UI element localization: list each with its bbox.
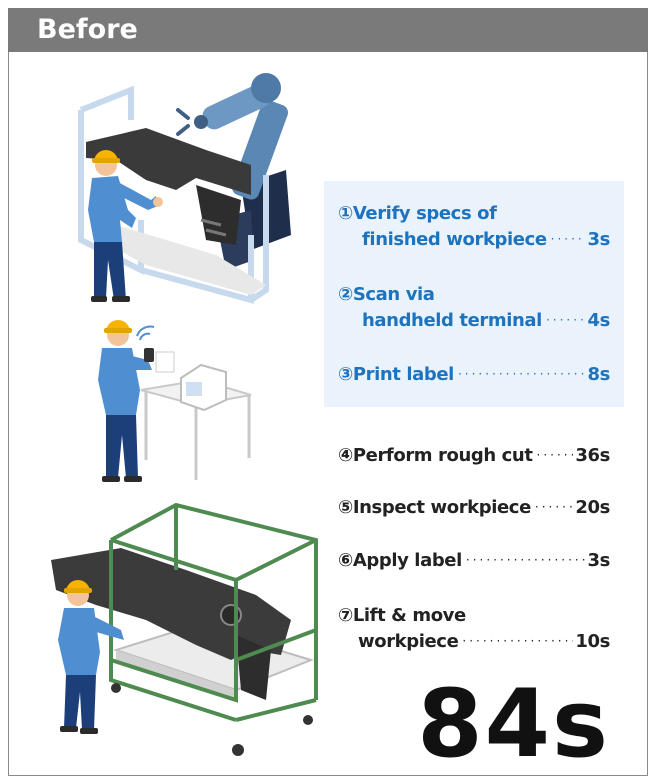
step-2-leader [546, 307, 586, 333]
step-3-time: 8s [587, 364, 611, 385]
step-6: ⑥Apply label 3s [338, 548, 610, 575]
step-4-title: ④Perform rough cut [338, 445, 533, 466]
step-1: ①Verify specs of finished workpiece 3s [338, 201, 610, 254]
step-3-leader [458, 361, 586, 387]
step-5-time: 20s [575, 497, 610, 518]
step-7-title: ⑦Lift & move [338, 605, 466, 626]
step-4-leader [537, 442, 574, 468]
step-6-time: 3s [587, 550, 611, 571]
step-7-leader [462, 628, 573, 654]
process-illustrations [51, 73, 318, 756]
robot-cell-illustration [78, 73, 291, 304]
label-printing-illustration [98, 320, 252, 482]
step-5-leader [535, 494, 574, 520]
step-1-time: 3s [587, 229, 611, 250]
step-3-title: ③Print label [338, 364, 454, 385]
step-1-title: ①Verify specs of [338, 203, 497, 224]
total-time: 84s [417, 670, 610, 779]
step-2-title: ②Scan via [338, 284, 435, 305]
step-7: ⑦Lift & move workpiece 10s [338, 603, 610, 656]
step-4: ④Perform rough cut 36s [338, 443, 610, 470]
step-5-title: ⑤Inspect workpiece [338, 497, 531, 518]
cart-move-illustration [51, 502, 318, 756]
step-7-subtitle: workpiece [358, 631, 459, 652]
step-5: ⑤Inspect workpiece 20s [338, 495, 610, 522]
step-1-leader [551, 226, 586, 252]
step-6-title: ⑥Apply label [338, 550, 462, 571]
step-2-time: 4s [587, 310, 611, 331]
step-2-subtitle: handheld terminal [362, 310, 542, 331]
section-header: Before [8, 8, 648, 52]
step-2: ②Scan via handheld terminal 4s [338, 282, 610, 335]
step-3: ③Print label 8s [338, 362, 610, 389]
step-7-time: 10s [575, 631, 610, 652]
step-4-time: 36s [575, 445, 610, 466]
step-6-leader [466, 547, 586, 573]
step-1-subtitle: finished workpiece [362, 229, 547, 250]
section-title: Before [37, 14, 138, 45]
